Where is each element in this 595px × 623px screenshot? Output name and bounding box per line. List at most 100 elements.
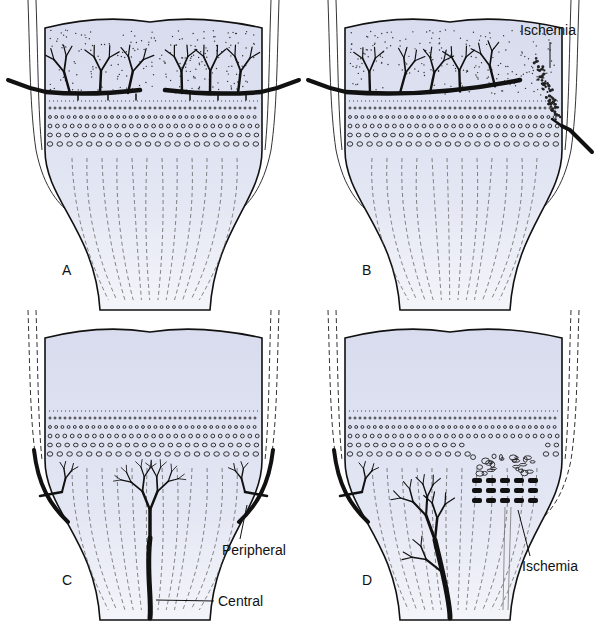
stipple-dot: [85, 37, 86, 38]
chondrocyte-column: [204, 107, 206, 109]
stipple-dot: [550, 71, 551, 72]
chondrocyte-column: [167, 434, 171, 438]
vessel: [410, 489, 413, 502]
chondrocyte-column: [423, 116, 426, 119]
chondrocyte-column: [445, 452, 451, 456]
stipple-dot: [204, 65, 205, 66]
chondrocyte-column: [519, 107, 521, 109]
chondrocyte-column: [152, 124, 156, 128]
chondrocyte-column: [249, 417, 251, 419]
chondrocyte-column: [222, 426, 225, 429]
chondrocyte-column: [210, 116, 213, 119]
stipple-dot: [548, 39, 549, 40]
stipple-dot: [126, 51, 127, 52]
stipple-dot: [203, 31, 204, 32]
vessel: [189, 94, 191, 100]
chondrocyte-column: [452, 124, 456, 128]
chondrocyte-column: [394, 417, 396, 419]
chondrocyte-column: [465, 452, 471, 456]
stipple-dot: [480, 35, 481, 36]
vessel: [64, 45, 67, 56]
vessel: [394, 491, 401, 498]
stipple-dot: [446, 63, 447, 64]
chondrocyte-column: [534, 107, 536, 109]
vessel: [362, 478, 365, 492]
stipple-dot: [179, 63, 180, 64]
chondrocyte-column: [108, 443, 113, 447]
stipple-dot: [406, 63, 407, 64]
ischemia-cell: [524, 456, 531, 460]
ischemia-dot: [550, 96, 553, 99]
stipple-dot: [409, 72, 410, 73]
stipple-dot: [170, 80, 171, 81]
vessel: [128, 56, 132, 71]
stipple-dot: [134, 35, 135, 36]
vessel: [149, 538, 151, 618]
chondrocyte-column: [547, 116, 550, 119]
ischemia-dot: [541, 79, 544, 82]
chondrocyte-column: [454, 107, 456, 109]
chondrocyte-column: [78, 434, 82, 438]
chondrocyte-column: [174, 107, 176, 109]
stipple-dot: [117, 76, 118, 77]
ischemia-dot: [541, 75, 544, 78]
vessel: [133, 60, 143, 72]
vessel: [363, 462, 365, 469]
chondrocyte-column: [377, 452, 383, 456]
chondrocyte-column: [175, 452, 181, 456]
stipple-dot: [164, 62, 165, 63]
stipple-dot: [486, 44, 487, 45]
chondrocyte-column: [77, 142, 83, 146]
stipple-dot: [90, 31, 91, 32]
chondrocyte-column: [374, 417, 376, 419]
ischemia-bar: [528, 488, 538, 493]
chondrocyte-column: [194, 417, 196, 419]
ischemia-cell: [523, 457, 527, 462]
stipple-dot: [231, 88, 232, 89]
vessel: [72, 467, 78, 471]
trabecula: [199, 158, 237, 300]
stipple-dot: [350, 63, 351, 64]
chondrocyte-column: [489, 417, 491, 419]
stipple-dot: [213, 36, 214, 37]
stipple-dot: [489, 32, 490, 33]
chondrocyte-column: [123, 426, 126, 429]
stipple-dot: [350, 49, 351, 50]
chondrocyte-column: [504, 116, 507, 119]
chondrocyte-column: [247, 116, 250, 119]
callout-label: Ischemia: [520, 22, 576, 38]
chondrocyte-column: [116, 133, 121, 137]
stipple-dot: [154, 37, 155, 38]
stipple-dot: [351, 32, 352, 33]
ischemia-cell: [519, 463, 527, 466]
stipple-dot: [54, 88, 55, 89]
chondrocyte-column: [435, 116, 438, 119]
chondrocyte-column: [155, 452, 161, 456]
chondrocyte-column: [514, 417, 516, 419]
chondrocyte-column: [484, 142, 490, 146]
vessel: [203, 45, 205, 56]
stipple-dot: [230, 45, 231, 46]
chondrocyte-column: [107, 434, 111, 438]
ischemia-bar: [500, 498, 510, 503]
stipple-dot: [469, 91, 470, 92]
stipple-dot: [418, 71, 419, 72]
chondrocyte-column: [348, 434, 352, 438]
chondrocyte-column: [89, 107, 91, 109]
chondrocyte-column: [392, 116, 395, 119]
chondrocyte-column: [253, 426, 256, 429]
chondrocyte-column: [63, 124, 67, 128]
stipple-dot: [227, 81, 228, 82]
vessel: [242, 469, 244, 479]
trabecula: [491, 158, 522, 300]
stipple-dot: [231, 66, 232, 67]
vessel: [354, 52, 363, 58]
chondrocyte-column: [106, 142, 112, 146]
chondrocyte-column: [363, 124, 367, 128]
panel-letter: D: [362, 572, 372, 588]
periosteum-line: [36, 0, 42, 150]
chondrocyte-column: [489, 434, 493, 438]
chondrocyte-column: [357, 452, 363, 456]
stipple-dot: [181, 57, 182, 58]
